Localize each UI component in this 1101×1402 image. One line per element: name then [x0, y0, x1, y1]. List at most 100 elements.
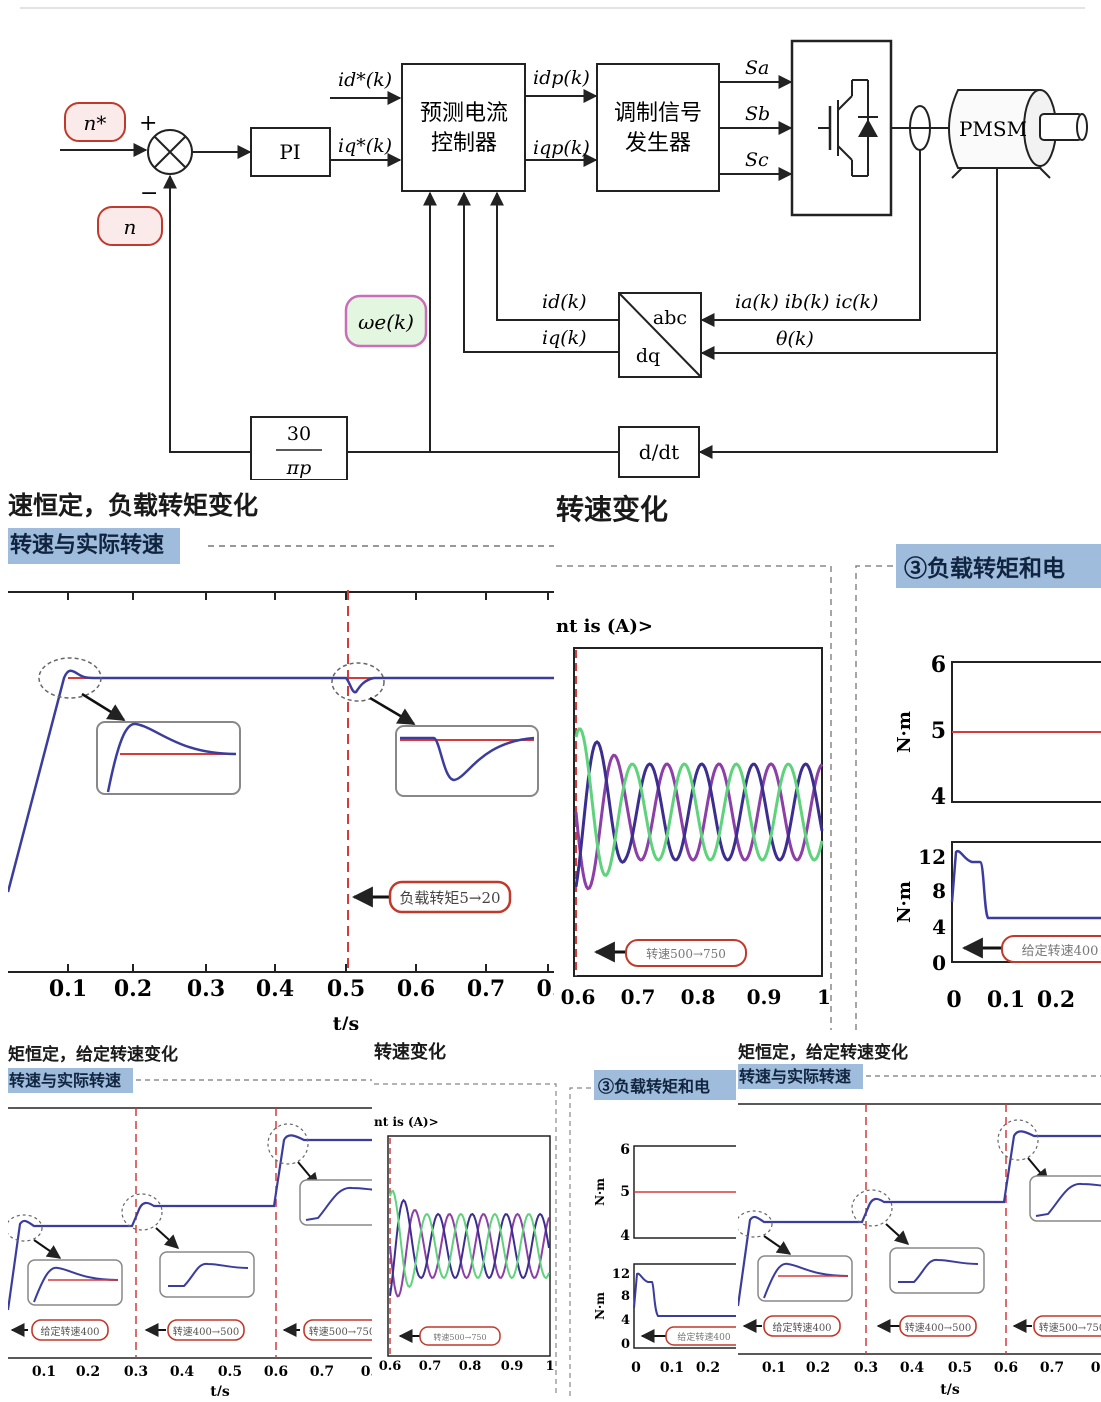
panel7-x-tick-4: 0.5	[948, 1360, 972, 1376]
omega-box	[344, 294, 428, 348]
iq-fb-label: iq(k)	[542, 327, 587, 349]
panel1-x-tick-4: 0.5	[327, 976, 365, 1002]
panel7-x-tick-2: 0.3	[854, 1360, 878, 1376]
panel3-ylabel-bottom: N·m	[894, 881, 915, 923]
panel6-x-tick-2: 0.2	[696, 1360, 720, 1376]
panel5-title: 转速变化	[374, 1042, 446, 1063]
panel5-phase-b	[389, 1198, 550, 1297]
panel7-subtitle: 转速与实际转速	[738, 1064, 864, 1089]
n-fb-box	[97, 206, 163, 246]
inverter-igbt-icon	[790, 39, 893, 217]
panel3-callout	[1001, 935, 1101, 963]
panel3-ybot-tick-1: 8	[932, 879, 946, 903]
panel4-x-tick-4: 0.5	[218, 1364, 242, 1380]
sb-label: Sb	[745, 103, 770, 125]
modulation-label-1: 调制信号	[614, 101, 702, 126]
panel4-title: 矩恒定，给定转速变化	[8, 1045, 178, 1065]
predictive-controller-block	[401, 63, 526, 192]
panel5-x-tick-1: 0.7	[419, 1359, 442, 1374]
panel6-x-tick-1: 0.1	[660, 1360, 684, 1376]
panel7-x-tick-0: 0.1	[762, 1360, 786, 1376]
panel4-x-tick-5: 0.6	[264, 1364, 288, 1380]
panel7-callout-3: 转速500→750	[1039, 1321, 1101, 1334]
panel6-ybot-tick-2: 4	[621, 1313, 630, 1328]
panel3-subtitle: ③负载转矩和电	[904, 555, 1065, 582]
predictive-label-2: 控制器	[431, 131, 497, 156]
pmsm-label: PMSM	[959, 117, 1027, 141]
block-diagram: n* + − n PI id*(k) iq*(k) 预测电流 控制器 idp(k…	[20, 7, 1088, 480]
predictive-label-1: 预测电流	[420, 101, 508, 126]
minus-sign: −	[140, 181, 158, 206]
panel4-xlabel: t/s	[210, 1384, 230, 1396]
pi-label: PI	[279, 140, 300, 164]
idp-label: idp(k)	[533, 67, 590, 89]
panel7-callout-1: 给定转速400	[772, 1321, 831, 1334]
panel6-ytop-tick-1: 5	[620, 1184, 630, 1200]
panel5-x-tick-3: 0.9	[501, 1359, 524, 1374]
panel1-x-tick-5: 0.6	[397, 976, 435, 1002]
panel5-x-tick-0: 0.6	[379, 1359, 402, 1374]
panel6-callout-text: 给定转速400	[677, 1331, 730, 1343]
panel5-callout-text: 转速500→750	[433, 1332, 486, 1342]
panel-speed-ref-steps-right: 矩恒定，给定转速变化 转速与实际转速 给定转速400 转速400→500 转速5…	[738, 1036, 1101, 1396]
panel3-ybot-tick-0: 12	[918, 845, 946, 869]
panel7-x-tick-5: 0.6	[994, 1360, 1018, 1376]
sa-label: Sa	[745, 57, 769, 79]
sc-label: Sc	[745, 149, 769, 171]
panel6-ybot-tick-1: 8	[621, 1289, 630, 1304]
abc-label: abc	[653, 307, 687, 329]
panel7-speed-curve	[738, 1130, 1101, 1307]
panel7-x-tick-1: 0.2	[806, 1360, 830, 1376]
panel2-legend: nt is (A)>	[556, 616, 653, 637]
panel3-ytop-tick-2: 4	[931, 784, 946, 810]
gain-numerator: 30	[287, 423, 311, 445]
n-ref-box	[64, 102, 126, 142]
panel6-ytop-tick-0: 6	[620, 1142, 630, 1158]
plus-sign: +	[139, 111, 157, 136]
panel1-chart: 负载转矩5→20 0.10.20.30.40.50.60.70. t/s	[8, 545, 554, 1030]
panel1-x-tick-3: 0.4	[256, 976, 294, 1002]
panel4-callout-2: 转速400→500	[173, 1325, 240, 1338]
iabc-label: ia(k) ib(k) ic(k)	[735, 291, 878, 313]
panel2-phase-c	[574, 727, 824, 877]
panel1-title: 速恒定，负载转矩变化	[8, 491, 259, 520]
gain-denominator: πp	[286, 457, 312, 479]
panel1-x-tick-6: 0.7	[467, 976, 505, 1002]
panel6-ylabel-top: N·m	[593, 1178, 607, 1206]
panel2-phase-a	[574, 753, 824, 891]
panel1-x-tick-7: 0.	[537, 976, 554, 1002]
id-ref-label: id*(k)	[338, 69, 392, 91]
panel1-speed-curve	[8, 669, 554, 893]
pi-block	[250, 127, 331, 177]
panel2-phase-b	[574, 740, 824, 888]
panel3-x-tick-1: 0.1	[987, 987, 1025, 1013]
panel1-subtitle: 转速与实际转速	[8, 528, 181, 564]
panel4-callout-1: 给定转速400	[40, 1325, 99, 1338]
panel2-x-tick-1: 0.7	[621, 985, 656, 1009]
panel1-zoom-inset-1	[96, 721, 241, 795]
modulation-label-2: 发生器	[625, 131, 691, 156]
panel5-phase-c	[389, 1189, 550, 1289]
panel2-x-tick-4: 1	[817, 985, 831, 1009]
panel1-x-tick-2: 0.3	[187, 976, 225, 1002]
panel2-x-tick-0: 0.6	[561, 985, 596, 1009]
omega-label: ωe(k)	[358, 310, 414, 334]
n-ref-label: n*	[84, 111, 107, 135]
iq-ref-label: iq*(k)	[338, 135, 392, 157]
panel5-x-tick-2: 0.8	[459, 1359, 482, 1374]
panel2-x-tick-3: 0.9	[747, 985, 782, 1009]
panel6-torque-curve	[633, 1272, 736, 1317]
panel1-x-tick-1: 0.2	[114, 976, 152, 1002]
panel6-ybot-tick-0: 12	[612, 1267, 630, 1282]
panel5-legend: nt is (A)>	[374, 1115, 439, 1129]
